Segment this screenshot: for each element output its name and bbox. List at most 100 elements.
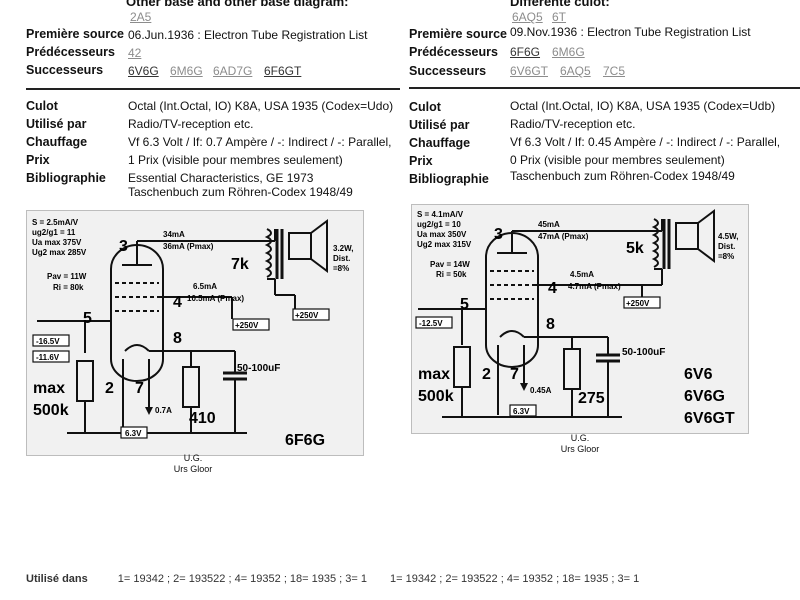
left-culot-label: Culot [26, 99, 58, 113]
right-top-link[interactable]: 6AQ5 [512, 10, 543, 24]
right-footer-value: 1= 19342 ; 2= 193522 ; 4= 19352 ; 18= 19… [390, 573, 640, 585]
right-chauffage-value: Vf 6.3 Volt / If: 0.45 Ampère / -: Indir… [510, 135, 781, 149]
tube-envelope [110, 244, 164, 382]
left-caption-author: Urs Gloor [173, 464, 213, 474]
left-speaker-dist: Dist. [333, 254, 350, 263]
left-supply-screen: +250V [235, 321, 259, 330]
pin-7-label: 7 [510, 366, 519, 383]
left-chauffage-label: Chauffage [26, 135, 88, 149]
right-speaker-power: 4.5W, [718, 232, 738, 241]
left-ck-value: 50-100uF [237, 363, 280, 374]
right-schematic-svg: S = 4.1mA/V ug2/g1 = 10 Ua max 350V Ug2 … [415, 209, 738, 427]
left-spec-s: S = 2.5mA/V [32, 218, 79, 227]
pin-2-label: 2 [482, 366, 491, 383]
pin-7-label: 7 [135, 380, 144, 397]
right-supply: +250V [626, 299, 650, 308]
right-successor-link[interactable]: 6V6GT [510, 64, 549, 78]
tube-envelope [485, 232, 539, 368]
pin-4-label: 4 [548, 280, 557, 297]
right-culot-label: Culot [409, 100, 441, 114]
right-successor-link[interactable]: 7C5 [603, 64, 626, 78]
right-heading: Différente culot: [510, 0, 610, 9]
right-tube-panel: Différente culot: 6AQ5 6T Première sourc… [390, 0, 800, 600]
right-ri: Ri = 50k [436, 270, 467, 279]
right-heater-current: 0.45A [530, 386, 552, 395]
right-screen-current-1: 4.5mA [570, 270, 594, 279]
right-speaker-dist: Dist. [718, 242, 735, 251]
right-bias: -12.5V [419, 319, 443, 328]
right-chauffage-label: Chauffage [409, 136, 471, 150]
right-anode-current-1: 45mA [538, 220, 560, 229]
left-speaker-power: 3.2W, [333, 244, 353, 253]
right-biblio-value-1: Taschenbuch zum Röhren-Codex 1948/49 [510, 169, 735, 183]
right-successeurs-label: Successeurs [409, 64, 487, 78]
pin-8-label: 8 [173, 330, 182, 347]
left-spec-ug2: ug2/g1 = 11 [32, 228, 76, 237]
pin-4-label: 4 [173, 294, 182, 311]
left-caption-initials: U.G. [183, 453, 203, 463]
left-spec-ua: Ua max 375V [32, 238, 82, 247]
right-tube-name-3: 6V6GT [684, 410, 735, 427]
right-load-impedance: 5k [626, 240, 644, 257]
right-utilise-value: Radio/TV-reception etc. [510, 117, 636, 131]
left-heading: Other base and other base diagram: [126, 0, 349, 9]
left-successor-link[interactable]: 6AD7G [213, 64, 253, 78]
right-divider [409, 87, 800, 89]
right-successor-link[interactable]: 6AQ5 [560, 64, 591, 78]
left-premiere-source-value: 06.Jun.1936 : Electron Tube Registration… [128, 28, 368, 42]
right-rg-value: 500k [418, 388, 454, 405]
right-rg-max: max [418, 366, 450, 383]
left-schematic: S = 2.5mA/V ug2/g1 = 11 Ua max 375V Ug2 … [26, 210, 364, 456]
right-predecessor-link[interactable]: 6M6G [552, 45, 585, 59]
left-schematic-svg: S = 2.5mA/V ug2/g1 = 11 Ua max 375V Ug2 … [32, 218, 353, 449]
pin-3-label: 3 [494, 226, 503, 243]
left-bias-2: -11.6V [36, 353, 60, 362]
right-prix-label: Prix [409, 154, 433, 168]
right-top-link[interactable]: 6T [552, 10, 567, 24]
left-successeurs-label: Successeurs [26, 63, 104, 77]
left-tube-panel: Other base and other base diagram: 2A5 P… [26, 0, 400, 585]
right-spec-s: S = 4.1mA/V [417, 210, 464, 219]
left-heater-current: 0.7A [155, 406, 172, 415]
left-spec-ug2max: Ug2 max 285V [32, 248, 87, 257]
left-rg-max: max [33, 380, 65, 397]
left-load-impedance: 7k [231, 256, 249, 273]
right-tube-name-1: 6V6 [684, 366, 713, 383]
left-successor-link[interactable]: 6V6G [128, 64, 159, 78]
right-spec-ua: Ua max 350V [417, 230, 467, 239]
left-rg-value: 500k [33, 402, 69, 419]
left-bias-1: -16.5V [36, 337, 60, 346]
right-predecesseurs-label: Prédécesseurs [409, 45, 498, 59]
pin-5-label: 5 [460, 296, 469, 313]
left-tube-name: 6F6G [285, 432, 325, 449]
right-anode-current-2: 47mA (Pmax) [538, 232, 589, 241]
left-predecessor-link[interactable]: 42 [128, 46, 142, 60]
left-prix-value: 1 Prix (visible pour membres seulement) [128, 153, 343, 167]
right-pav: Pav = 14W [430, 260, 470, 269]
right-biblio-label: Bibliographie [409, 172, 489, 186]
left-speaker-dist-value: =8% [333, 264, 349, 273]
right-utilise-label: Utilisé par [409, 118, 470, 132]
left-utilise-value: Radio/TV-reception etc. [128, 117, 254, 131]
right-ck-value: 50-100uF [622, 347, 665, 358]
right-speaker-dist-value: =8% [718, 252, 734, 261]
right-predecessor-link[interactable]: 6F6G [510, 45, 541, 59]
left-pav: Pav = 11W [47, 272, 87, 281]
left-top-link[interactable]: 2A5 [130, 10, 152, 24]
left-biblio-value-2: Taschenbuch zum Röhren-Codex 1948/49 [128, 185, 353, 199]
left-biblio-label: Bibliographie [26, 171, 106, 185]
right-caption-author: Urs Gloor [560, 444, 600, 454]
pin-5-label: 5 [83, 310, 92, 327]
pin-2-label: 2 [105, 380, 114, 397]
left-successor-link[interactable]: 6M6G [170, 64, 203, 78]
left-heater-voltage: 6.3V [125, 429, 142, 438]
right-spec-ug2: ug2/g1 = 10 [417, 220, 461, 229]
left-culot-value: Octal (Int.Octal, IO) K8A, USA 1935 (Cod… [128, 99, 394, 113]
left-chauffage-value: Vf 6.3 Volt / If: 0.7 Ampère / -: Indire… [128, 135, 392, 149]
left-successor-link[interactable]: 6F6GT [264, 64, 302, 78]
left-ri: Ri = 80k [53, 283, 84, 292]
left-footer-value: 1= 19342 ; 2= 193522 ; 4= 19352 ; 18= 19… [117, 573, 368, 585]
left-rk-value: 410 [189, 410, 216, 427]
left-anode-current-1: 34mA [163, 230, 185, 239]
